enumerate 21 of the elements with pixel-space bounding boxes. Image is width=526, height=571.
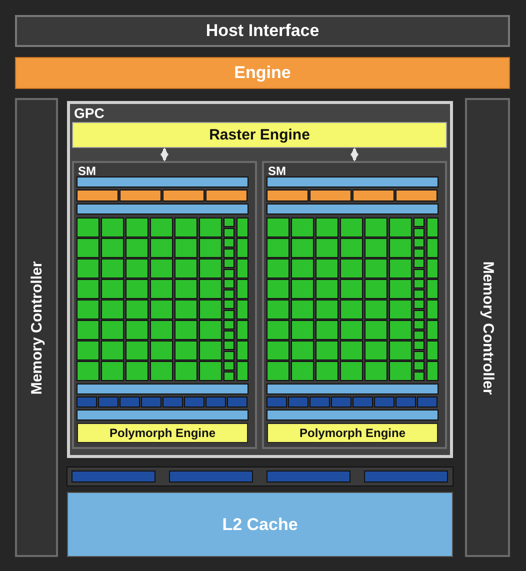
block-label: Host Interface xyxy=(206,21,320,41)
controller-panel xyxy=(465,98,510,557)
block-label: Memory Controller xyxy=(28,260,45,394)
block-label: L2 Cache xyxy=(222,514,298,534)
engine-bar xyxy=(77,423,248,443)
interface-bar xyxy=(15,15,510,47)
block-label: Polymorph Engine xyxy=(110,426,216,440)
block-label: Memory Controller xyxy=(479,260,496,394)
block-label: Polymorph Engine xyxy=(300,426,406,440)
engine-bar xyxy=(15,57,510,89)
arrow xyxy=(350,147,358,162)
block-label: Engine xyxy=(234,63,291,83)
arrow xyxy=(160,147,168,162)
cache-bar xyxy=(67,492,453,557)
panel-title: SM xyxy=(268,164,286,178)
block-label: Raster Engine xyxy=(209,126,310,144)
engine-bar xyxy=(267,423,438,443)
panel-title: GPC xyxy=(74,105,104,121)
panel-title: SM xyxy=(78,164,96,178)
engine-bar xyxy=(72,122,447,148)
controller-panel xyxy=(15,98,58,557)
